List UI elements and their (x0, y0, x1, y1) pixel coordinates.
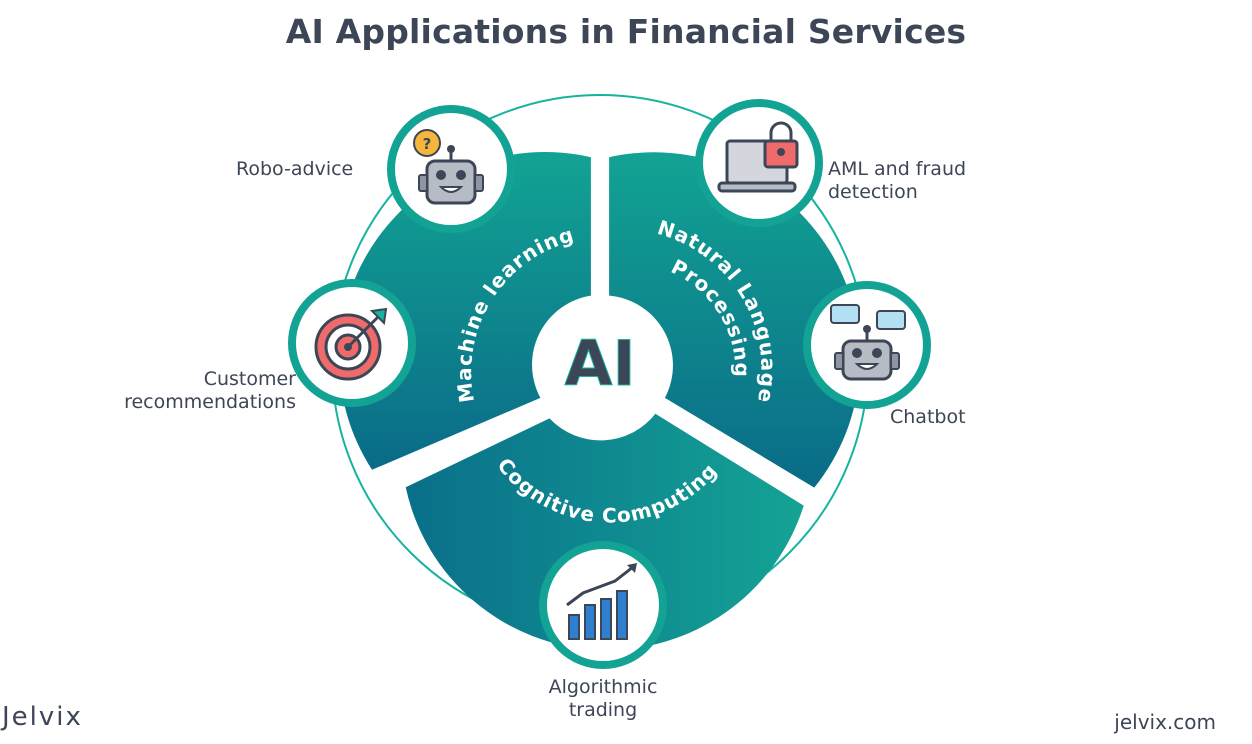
segment-natural-language-processing (609, 152, 860, 488)
bar-chart-trend-icon (539, 541, 667, 669)
svg-text:?: ? (423, 135, 432, 153)
app-label-robo-advice: Robo-advice (236, 158, 354, 180)
app-label-trading-line1: Algorithmic (548, 676, 658, 698)
segment-machine-learning (339, 152, 591, 470)
app-label-trading-line2: trading (568, 699, 638, 721)
segment-cognitive-computing (405, 413, 804, 651)
app-label-customer-line2: recommendations (124, 391, 296, 413)
app-label-aml-line1: AML and fraud (828, 158, 967, 180)
app-label-algorithmic-trading: Algorithmic trading (520, 676, 686, 722)
target-dart-icon (288, 279, 416, 407)
center-circle (534, 297, 666, 429)
app-label-customer-recommendations: Customer recommendations (96, 368, 296, 414)
chatbot-icon (803, 281, 931, 409)
app-label-chatbot: Chatbot (890, 406, 966, 428)
laptop-lock-icon (695, 99, 823, 227)
robot-question-icon: ? (387, 105, 515, 233)
center-label: AI (564, 327, 635, 400)
brand-url: jelvix.com (1114, 710, 1216, 734)
page-title: AI Applications in Financial Services (285, 12, 967, 51)
app-label-aml-line2: detection (828, 181, 918, 203)
app-label-aml: AML and fraud detection (828, 158, 966, 204)
app-label-customer-line1: Customer (203, 368, 296, 390)
brand-logo-text: Jelvix (2, 702, 83, 732)
